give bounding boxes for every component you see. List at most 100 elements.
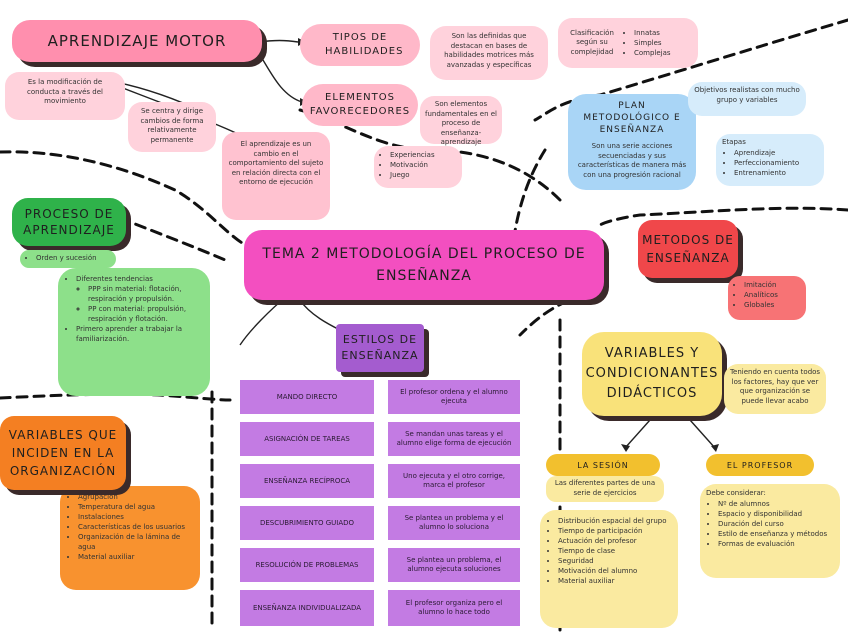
estilos-title: ESTILOS DE ENSEÑANZA xyxy=(341,333,419,362)
list-item: Distribución espacial del grupo xyxy=(558,516,672,526)
estilo-row-5-name: RESOLUCIÓN DE PROBLEMAS xyxy=(240,548,374,582)
metodos-list-box: Imitación Analíticos Globales xyxy=(728,276,806,320)
estilo-row-3-name: ENSEÑANZA RECÍPROCA xyxy=(240,464,374,498)
tendencias-sublist: PPP sin material: flotación, respiración… xyxy=(76,284,204,324)
variables-condicionantes-note-box: Teniendo en cuenta todos los factores, h… xyxy=(724,364,826,414)
la-sesion-description: Las diferentes partes de una serie de ej… xyxy=(554,479,656,497)
aprendizaje-motor-definition-box: Es la modificación de conducta a través … xyxy=(5,72,125,120)
list-item: Experiencias xyxy=(390,150,458,160)
aprendizaje-motor-note-1: Se centra y dirige cambios de forma rela… xyxy=(140,107,204,144)
variables-organizacion-title: VARIABLES QUE INCIDEN EN LA ORGANIZACIÓN xyxy=(8,428,118,478)
variables-organizacion-list-box: Agrupación Temperatura del agua Instalac… xyxy=(60,486,200,590)
proceso-aprendizaje-title: PROCESO DE APRENDIZAJE xyxy=(23,207,115,237)
list-item: Temperatura del agua xyxy=(78,502,194,512)
la-sesion-list-box: Distribución espacial del grupo Tiempo d… xyxy=(540,510,678,628)
list-item: Simples xyxy=(634,38,671,48)
clasificacion-box: Clasificación según su complejidad Innat… xyxy=(558,18,698,68)
proceso-tendencias-list: Diferentes tendencias PPP sin material: … xyxy=(64,274,204,344)
elementos-list-box: Experiencias Motivación Juego xyxy=(374,146,462,188)
list-item: Organización de la lámina de agua xyxy=(78,532,194,552)
aprendizaje-motor-title-box: APRENDIZAJE MOTOR xyxy=(12,20,262,62)
list-item: Estilo de enseñanza y métodos xyxy=(718,529,834,539)
plan-objetivos-box: Objetivos realistas con mucho grupo y va… xyxy=(688,82,806,116)
list-item: Globales xyxy=(744,300,802,310)
aprendizaje-motor-definition: Es la modificación de conducta a través … xyxy=(27,78,103,105)
elementos-favorecedores-box: ELEMENTOS FAVORECEDORES xyxy=(302,84,418,126)
estilos-title-box: ESTILOS DE ENSEÑANZA xyxy=(336,324,424,372)
la-sesion-description-box: Las diferentes partes de una serie de ej… xyxy=(546,476,664,502)
metodos-title: METODOS DE ENSEÑANZA xyxy=(642,233,734,265)
tipos-habilidades-description: Son las definidas que destacan en bases … xyxy=(444,32,534,69)
el-profesor-list-box: Debe considerar: Nº de alumnos Espacio y… xyxy=(700,484,840,578)
list-item: Agrupación xyxy=(78,492,194,502)
la-sesion-title-box: LA SESIÓN xyxy=(546,454,660,476)
list-item: Innatas xyxy=(634,28,671,38)
clasificacion-list: Innatas Simples Complejas xyxy=(620,28,671,58)
list-item: Tiempo de participación xyxy=(558,526,672,536)
estilo-row-4-name: DESCUBRIMIENTO GUIADO xyxy=(240,506,374,540)
variables-organizacion-title-box: VARIABLES QUE INCIDEN EN LA ORGANIZACIÓN xyxy=(0,416,126,490)
estilo-row-4-desc: Se plantea un problema y el alumno lo so… xyxy=(388,506,520,540)
list-item: Motivación xyxy=(390,160,458,170)
elementos-favorecedores-description: Son elementos fundamentales en el proces… xyxy=(424,100,497,146)
estilo-row-2-desc: Se mandan unas tareas y el alumno elige … xyxy=(388,422,520,456)
list-item: PP con material: propulsión, respiración… xyxy=(88,304,204,324)
metodos-title-box: METODOS DE ENSEÑANZA xyxy=(638,220,738,278)
list-item: Analíticos xyxy=(744,290,802,300)
tipos-habilidades-description-box: Son las definidas que destacan en bases … xyxy=(430,26,548,80)
estilo-row-2-name: ASIGNACIÓN DE TAREAS xyxy=(240,422,374,456)
proceso-aprendizaje-title-box: PROCESO DE APRENDIZAJE xyxy=(12,198,126,246)
list-item: Motivación del alumno xyxy=(558,566,672,576)
list-item: Imitación xyxy=(744,280,802,290)
proceso-orden-box: Orden y sucesión xyxy=(20,250,116,268)
list-item: Formas de evaluación xyxy=(718,539,834,549)
aprendizaje-motor-note-1-box: Se centra y dirige cambios de forma rela… xyxy=(128,102,216,152)
list-item: Instalaciones xyxy=(78,512,194,522)
plan-etapas-list: Aprendizaje Perfeccionamiento Entrenamie… xyxy=(722,148,818,178)
plan-etapas-title: Etapas xyxy=(722,138,746,146)
variables-condicionantes-title-box: VARIABLES Y CONDICIONANTES DIDÁCTICOS xyxy=(582,332,722,416)
central-title-box: TEMA 2 METODOLOGÍA DEL PROCESO DE ENSEÑA… xyxy=(244,230,604,300)
el-profesor-intro: Debe considerar: xyxy=(706,489,766,497)
la-sesion-list: Distribución espacial del grupo Tiempo d… xyxy=(546,516,672,586)
estilo-row-1-name: MANDO DIRECTO xyxy=(240,380,374,414)
proceso-tendencias-box: Diferentes tendencias PPP sin material: … xyxy=(58,268,210,396)
aprendizaje-motor-title: APRENDIZAJE MOTOR xyxy=(47,32,227,50)
estilo-row-5-desc: Se plantea un problema, el alumno ejecut… xyxy=(388,548,520,582)
list-item: Perfeccionamiento xyxy=(734,158,818,168)
el-profesor-list: Nº de alumnos Espacio y disponibilidad D… xyxy=(706,499,834,549)
estilo-row-1-desc: El profesor ordena y el alumno ejecuta xyxy=(388,380,520,414)
list-item: Material auxiliar xyxy=(558,576,672,586)
elementos-favorecedores-title: ELEMENTOS FAVORECEDORES xyxy=(309,92,411,117)
elementos-favorecedores-description-box: Son elementos fundamentales en el proces… xyxy=(420,96,502,146)
list-item: Nº de alumnos xyxy=(718,499,834,509)
la-sesion-title: LA SESIÓN xyxy=(577,460,629,470)
plan-metodologico-title: PLAN METODOLÓGICO E ENSEÑANZA xyxy=(583,101,681,135)
aprendizaje-motor-note-2: El aprendizaje es un cambio en el compor… xyxy=(228,140,324,186)
variables-condicionantes-title: VARIABLES Y CONDICIONANTES DIDÁCTICOS xyxy=(585,346,719,401)
list-item: Entrenamiento xyxy=(734,168,818,178)
list-item: PPP sin material: flotación, respiración… xyxy=(88,284,204,304)
clasificacion-label: Clasificación según su complejidad xyxy=(570,28,614,56)
plan-objetivos: Objetivos realistas con mucho grupo y va… xyxy=(694,86,800,104)
tipos-habilidades-box: TIPOS DE HABILIDADES xyxy=(300,24,420,66)
aprendizaje-motor-note-2-box: El aprendizaje es un cambio en el compor… xyxy=(222,132,330,220)
el-profesor-title-box: EL PROFESOR xyxy=(706,454,814,476)
list-item: Seguridad xyxy=(558,556,672,566)
plan-etapas-box: Etapas Aprendizaje Perfeccionamiento Ent… xyxy=(716,134,824,186)
list-item: Características de los usuarios xyxy=(78,522,194,532)
tendencias-title: Diferentes tendencias xyxy=(76,275,153,283)
tipos-habilidades-title: TIPOS DE HABILIDADES xyxy=(325,32,404,57)
central-title: TEMA 2 METODOLOGÍA DEL PROCESO DE ENSEÑA… xyxy=(262,246,586,284)
list-item: Primero aprender a trabajar la familiari… xyxy=(76,324,204,344)
list-item: Material auxiliar xyxy=(78,552,194,562)
metodos-list: Imitación Analíticos Globales xyxy=(732,280,802,310)
list-item: Diferentes tendencias PPP sin material: … xyxy=(76,274,204,324)
variables-condicionantes-note: Teniendo en cuenta todos los factores, h… xyxy=(729,368,821,405)
list-item: Actuación del profesor xyxy=(558,536,672,546)
proceso-orden: Orden y sucesión xyxy=(36,253,112,263)
estilo-row-3-desc: Uno ejecuta y el otro corrige, marca el … xyxy=(388,464,520,498)
list-item: Aprendizaje xyxy=(734,148,818,158)
estilo-row-6-name: ENSEÑANZA INDIVIDUALIZADA xyxy=(240,590,374,626)
variables-organizacion-list: Agrupación Temperatura del agua Instalac… xyxy=(66,492,194,562)
